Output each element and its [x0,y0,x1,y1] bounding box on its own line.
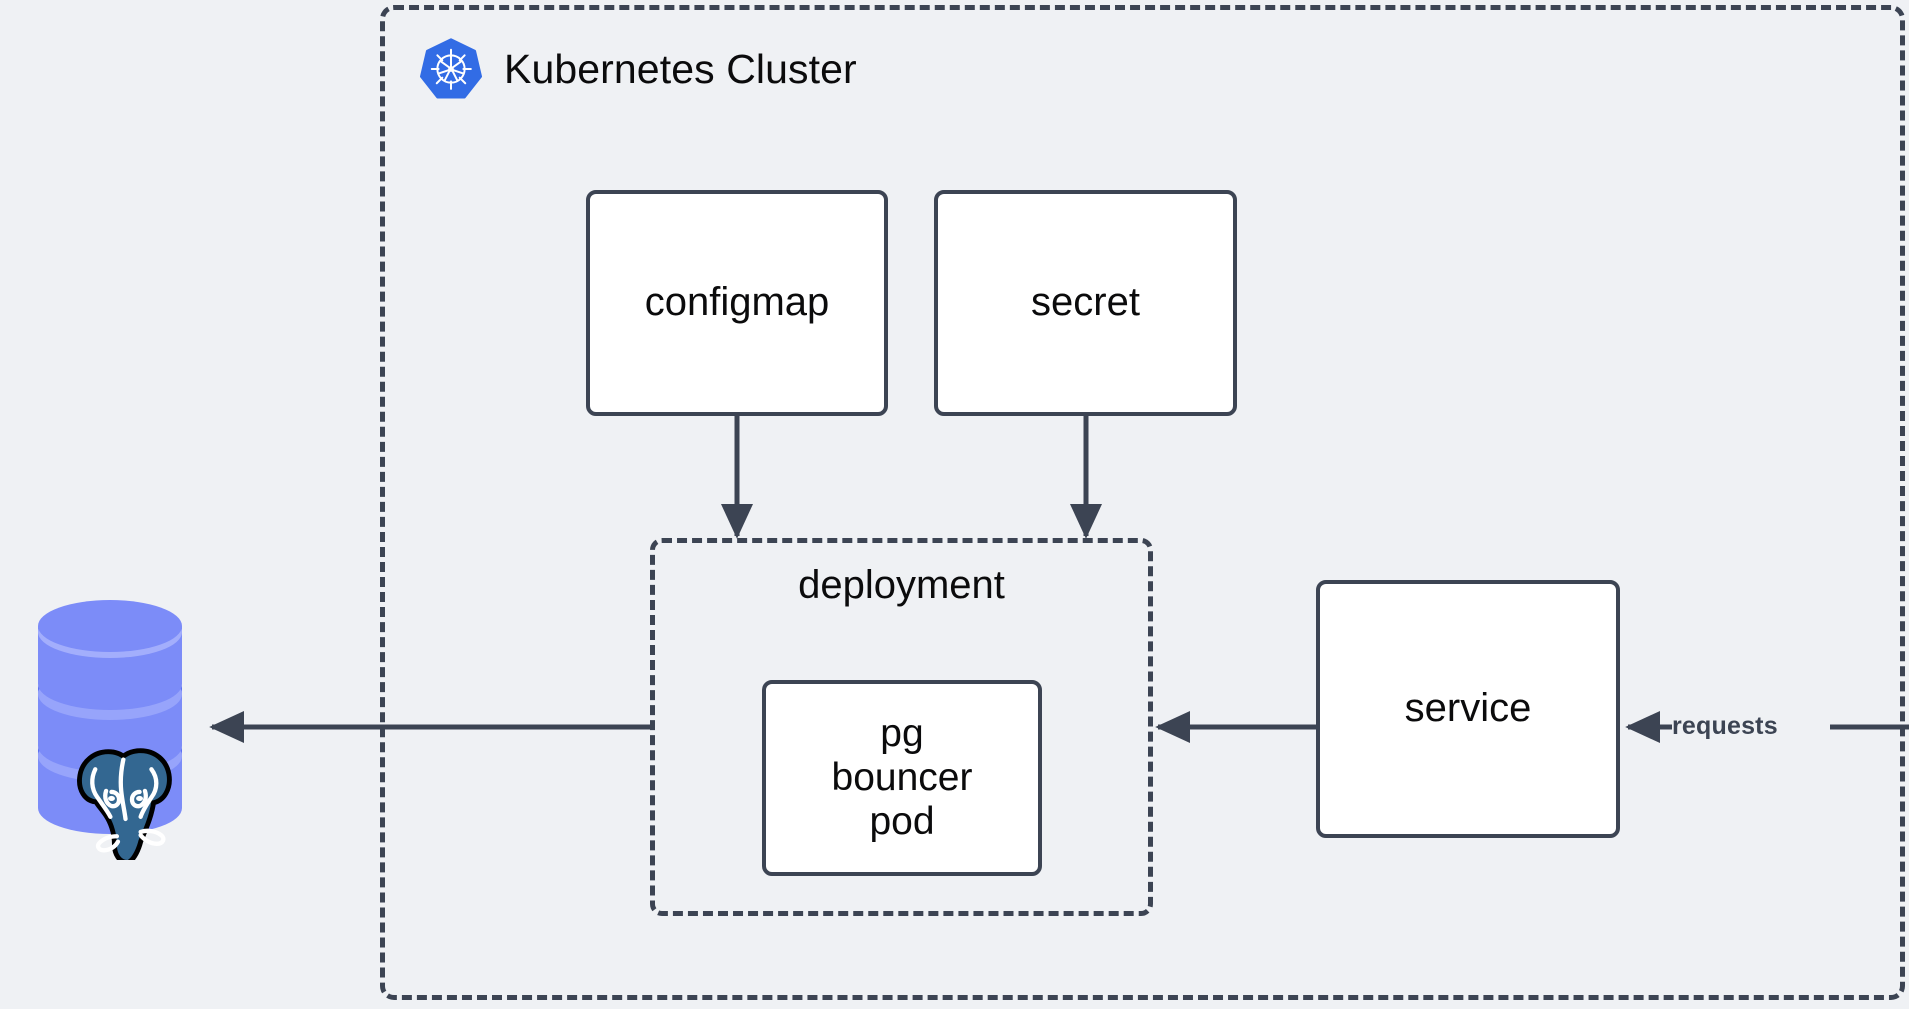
node-deployment-label: deployment [798,563,1005,607]
node-pod-label-line3: pod [869,800,935,844]
kubernetes-logo-icon [420,38,482,99]
node-configmap[interactable]: configmap [586,190,888,416]
node-pod-label: pg bouncer pod [832,712,973,844]
node-secret-label: secret [1031,280,1140,325]
cluster-header: Kubernetes Cluster [420,38,857,100]
kubernetes-cluster-boundary [380,5,1905,1000]
cluster-title: Kubernetes Cluster [504,45,857,92]
node-pg-bouncer-pod[interactable]: pg bouncer pod [762,680,1042,876]
node-deployment[interactable] [650,538,1153,916]
postgres-database-icon [38,600,182,860]
node-service[interactable]: service [1316,580,1620,838]
node-secret[interactable]: secret [934,190,1237,416]
node-pod-label-line1: pg [880,711,924,755]
postgres-elephant-icon [77,748,172,860]
node-configmap-label: configmap [644,280,830,325]
edge-label-requests: requests [1672,712,1778,740]
node-service-label: service [1404,686,1532,731]
node-pod-label-line2: bouncer [831,755,973,799]
